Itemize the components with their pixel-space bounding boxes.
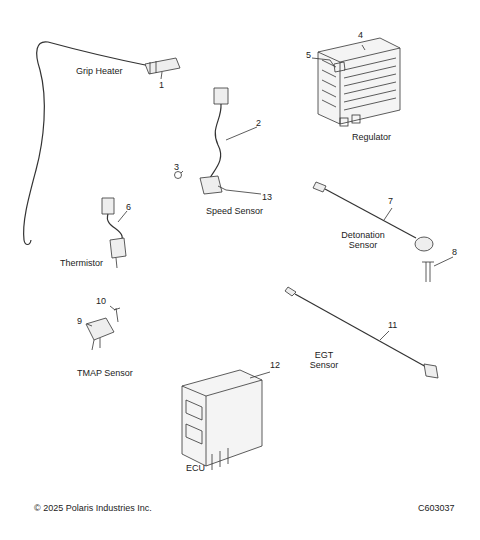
part-name: Thermistor [60,258,103,268]
part-name: Speed Sensor [206,206,263,216]
leader-line [362,45,365,50]
part-name: ECU [186,463,205,473]
callout-number: 10 [96,296,106,306]
callout-number: 7 [388,196,393,206]
copyright-note: © 2025 Polaris Industries Inc. [34,503,152,513]
regulator [318,38,400,126]
callout-number: 1 [159,80,164,90]
part-name: Regulator [352,132,391,142]
callout-number: 2 [256,118,261,128]
leader-line [384,208,392,220]
callout-number: 5 [306,50,311,60]
leader-line [250,372,270,378]
leader-line [434,257,453,266]
thermistor [102,198,126,268]
ecu [182,370,262,470]
part-name: TMAP Sensor [77,368,133,378]
detonation-sensor [313,182,434,282]
leader-line [118,211,127,222]
leader-line [226,190,261,194]
leader-line [161,72,162,79]
egt-sensor [285,287,438,378]
callout-number: 4 [358,30,363,40]
tmap-sensor [86,308,120,350]
part-name: Grip Heater [76,66,123,76]
drawing-number: C603037 [418,503,455,513]
callout-number: 3 [174,162,179,172]
leader-line [181,171,183,173]
part-name: Detonation Sensor [334,230,392,250]
leader-line [110,306,115,310]
callout-number: 8 [452,247,457,257]
callout-number: 12 [270,360,280,370]
part-name: EGT Sensor [302,350,346,370]
callout-number: 13 [262,192,272,202]
callout-number: 9 [77,316,82,326]
leader-line [87,324,92,326]
leader-line [226,127,257,140]
leader-line [380,331,389,340]
grip-heater [24,42,180,245]
leader-line [312,58,334,66]
callout-number: 6 [126,202,131,212]
callout-number: 11 [388,320,397,330]
speed-sensor [175,88,229,194]
